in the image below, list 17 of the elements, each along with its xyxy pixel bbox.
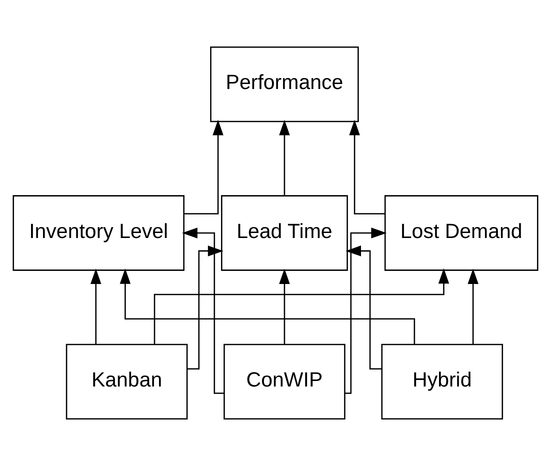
node-box: Kanban [66, 343, 188, 419]
arrow [468, 268, 478, 344]
node-box: Lead Time [221, 194, 348, 270]
node-box: Performance [210, 46, 359, 122]
arrow [120, 268, 416, 344]
node-box: Lost Demand [384, 194, 538, 270]
arrow [279, 268, 290, 344]
arrow [349, 119, 385, 214]
arrow [344, 227, 387, 394]
node-box: Hybrid [381, 343, 504, 419]
node-box: Inventory Level [12, 194, 184, 270]
arrow [279, 119, 290, 195]
arrow [182, 227, 224, 394]
arrow [90, 268, 102, 344]
arrow [184, 119, 224, 214]
arrow [154, 268, 450, 344]
node-box: ConWIP [224, 343, 346, 419]
